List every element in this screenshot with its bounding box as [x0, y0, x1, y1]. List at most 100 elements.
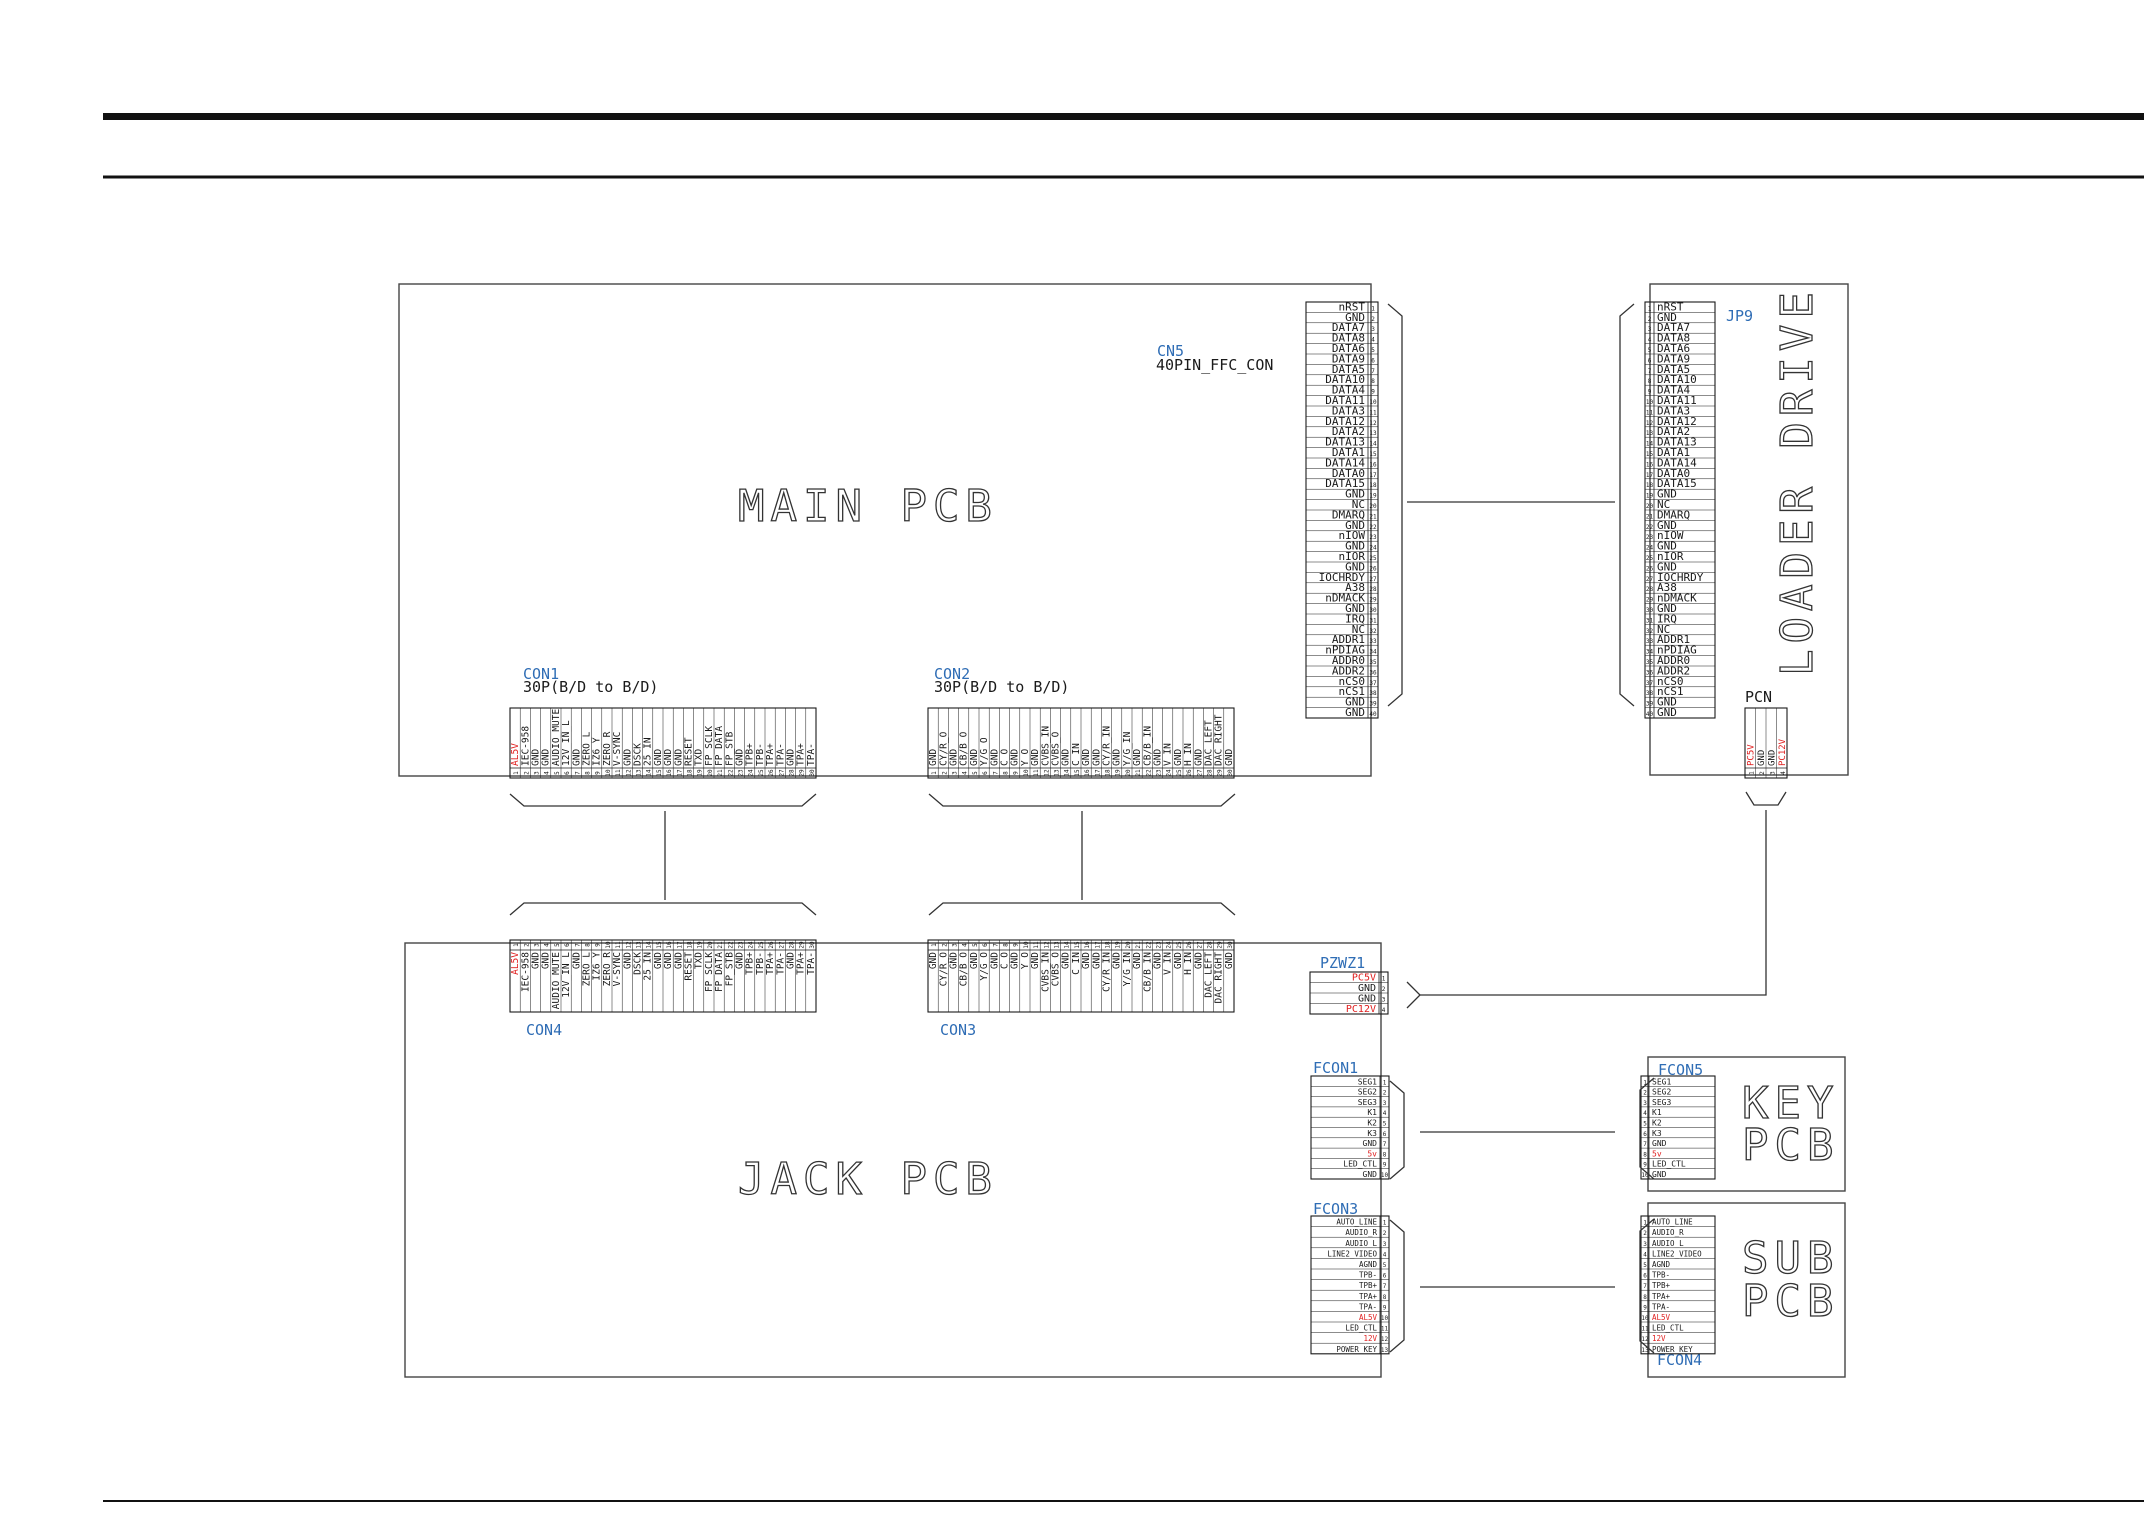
- con4-pin-number: 3: [534, 943, 541, 947]
- con1-pin-number: 17: [676, 769, 683, 777]
- cn5-pin-number: 8: [1371, 378, 1375, 385]
- jp9-pin-label: DATA0: [1657, 467, 1690, 480]
- cn5-pin-label: A38: [1345, 581, 1365, 594]
- fcon1-pin-number: 3: [1383, 1100, 1387, 1107]
- fcon4-pin-number: 4: [1643, 1251, 1647, 1258]
- jp9-pin-label: A38: [1657, 581, 1677, 594]
- fcon1-pin-number: 9: [1383, 1162, 1387, 1169]
- con4-pin-number: 4: [544, 943, 551, 947]
- fcon3-pin-label: POWER_KEY: [1336, 1345, 1377, 1354]
- jp9-pin-number: 10: [1646, 399, 1654, 406]
- con3-pin-label: GND: [1112, 952, 1123, 969]
- con2-pin-number: 4: [962, 771, 969, 775]
- cn5-pin-number: 15: [1369, 451, 1377, 458]
- jp9-pin-number: 22: [1646, 524, 1654, 531]
- con3-pin-number: 20: [1125, 941, 1132, 949]
- cn5-pin-number: 18: [1369, 482, 1377, 489]
- con3-pin-label: CVBS_IN: [1040, 952, 1051, 992]
- fcon4-pin-label: AUTO_LINE: [1652, 1218, 1693, 1227]
- con4-pin-number: 16: [666, 941, 673, 949]
- jp9-pin-number: 7: [1648, 368, 1652, 375]
- pcn-pin-number: 3: [1769, 771, 1776, 775]
- cn5-pin-number: 13: [1369, 430, 1377, 437]
- cn5-pin-label: DATA12: [1325, 415, 1365, 428]
- jp9-pin-number: 31: [1646, 617, 1654, 624]
- con1-pin-number: 10: [605, 769, 612, 777]
- fcon1-pin-label: K3: [1367, 1129, 1377, 1138]
- fcon3-pin-label: LED_CTL: [1345, 1324, 1377, 1333]
- fcon4-bracket: [1639, 1218, 1655, 1354]
- fcon4-pin-number: 11: [1641, 1326, 1649, 1333]
- fcon4-pin-label: AUDIO_R: [1652, 1228, 1684, 1237]
- fcon1-pin-label: K1: [1367, 1108, 1377, 1117]
- fcon5-label: FCON5: [1658, 1061, 1703, 1079]
- con2-pin-label: GND: [1112, 749, 1123, 766]
- con4-pin-number: 25: [758, 941, 765, 949]
- con4-pin-number: 26: [768, 941, 775, 949]
- cn5-pin-number: 6: [1371, 357, 1375, 364]
- con1-pin-label: GND: [571, 749, 582, 766]
- jp9-pin-label: nPDIAG: [1657, 644, 1697, 657]
- con2-label: CON2: [934, 665, 970, 683]
- fcon1-pin-label: SEG3: [1358, 1098, 1377, 1107]
- con4-pin-number: 22: [727, 941, 734, 949]
- jp9-pin-number: 19: [1646, 493, 1654, 500]
- jp9-pin-label: GND: [1657, 519, 1677, 532]
- fcon3-pin-label: AL5V: [1359, 1313, 1378, 1322]
- con4-pin-number: 13: [636, 941, 643, 949]
- con4-pin-number: 8: [585, 943, 592, 947]
- fcon1-pin-label: LED_CTL: [1343, 1160, 1377, 1169]
- con2-pin-label: GND: [1081, 749, 1092, 766]
- con4-pin-label: V-SYNC: [612, 952, 623, 986]
- con1-pin-label: DSCK: [633, 743, 644, 766]
- jp9-pin-number: 12: [1646, 420, 1654, 427]
- con2-pin-number: 29: [1217, 769, 1224, 777]
- con1-pin-label: ZERO_R: [602, 731, 613, 766]
- con4-pin-number: 23: [738, 941, 745, 949]
- con4-pin-label: GND: [571, 952, 582, 969]
- con3-pin-label: GND: [949, 952, 960, 969]
- pcn-pin-number: 2: [1759, 771, 1766, 775]
- con2-pin-label: Y/G_O: [979, 737, 990, 766]
- con3-pin-label: CY/R_O: [938, 952, 949, 987]
- cn5-pin-label: GND: [1345, 560, 1365, 573]
- con2-pin-label: CY/R_O: [938, 731, 949, 766]
- jp9-pin-label: DATA5: [1657, 363, 1690, 376]
- cn5-pin-number: 37: [1369, 680, 1377, 687]
- cn5-bracket: [1387, 303, 1403, 707]
- jp9-pin-number: 3: [1648, 326, 1652, 333]
- con1-pin-number: 25: [758, 769, 765, 777]
- con3-pin-table: 1GND2CY/R_O3GND4CB/B_O5GND6Y/G_O7GND8C_O…: [927, 939, 1235, 1013]
- jp9-pin-label: ADDR1: [1657, 633, 1690, 646]
- con2-pin-label: CY/R_IN: [1102, 726, 1113, 766]
- con2-pin-table: 1GND2CY/R_O3GND4CB/B_O5GND6Y/G_O7GND8C_O…: [927, 707, 1235, 779]
- con3-pin-number: 14: [1064, 941, 1071, 949]
- con2-pin-label: GND: [1153, 749, 1164, 766]
- con4-pin-label: 12V_IN_L: [561, 952, 572, 998]
- con2-pin-label: GND: [1173, 749, 1184, 766]
- jp9-pin-number: 13: [1646, 430, 1654, 437]
- con4-pin-number: 1: [513, 943, 520, 947]
- con4-pin-number: 29: [799, 941, 806, 949]
- con1-pin-number: 7: [574, 771, 581, 775]
- con4-label: CON4: [526, 1021, 562, 1039]
- con4-bracket: [509, 902, 817, 916]
- con2-pin-number: 2: [941, 771, 948, 775]
- con4-pin-number: 24: [748, 941, 755, 949]
- cn5-pin-label: nDMACK: [1325, 592, 1365, 605]
- fcon4-pin-number: 5: [1643, 1262, 1647, 1269]
- cn5-desc: 40PIN_FFC_CON: [1156, 356, 1273, 374]
- con3-pin-label: H_IN: [1183, 952, 1194, 975]
- con2-pin-number: 30: [1227, 769, 1234, 777]
- con1-pin-label: TPB+: [745, 743, 756, 766]
- cn5-pin-label: DATA4: [1332, 384, 1365, 397]
- con2-pin-number: 11: [1033, 769, 1040, 777]
- con1-pin-number: 16: [666, 769, 673, 777]
- con1-pin-label: RESET: [684, 737, 695, 766]
- fcon1-pin-label: K2: [1367, 1119, 1377, 1128]
- con4-pin-label: GND: [622, 952, 633, 969]
- fcon3-pin-label: AGND: [1359, 1260, 1378, 1269]
- con3-pin-number: 4: [962, 943, 969, 947]
- con2-pin-number: 25: [1176, 769, 1183, 777]
- con3-pin-number: 2: [941, 943, 948, 947]
